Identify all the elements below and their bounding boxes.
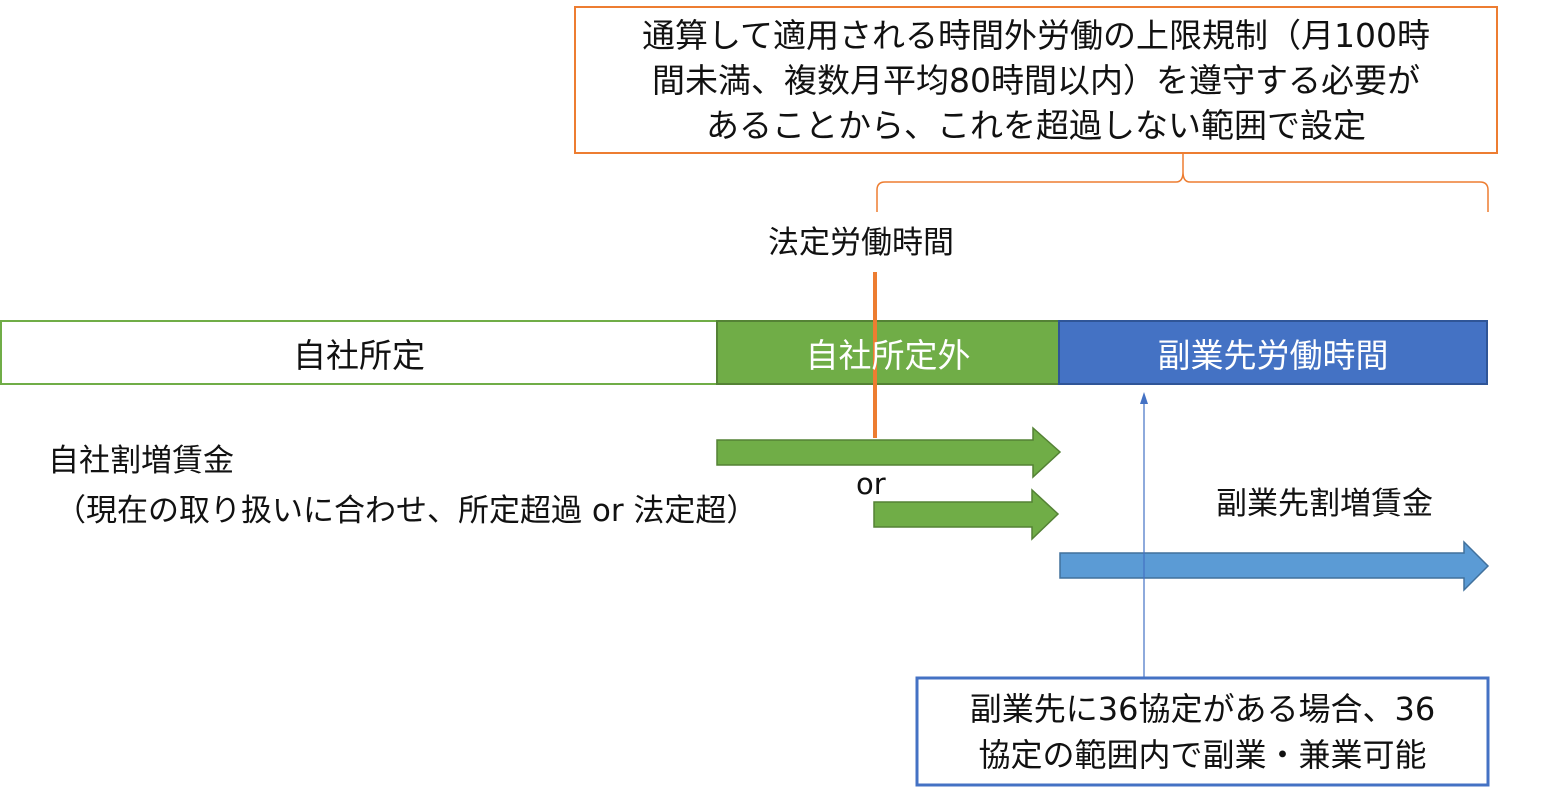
side-job-hours-label: 副業先労働時間 xyxy=(1157,335,1389,375)
brace-shape xyxy=(876,153,1489,212)
top-note-box xyxy=(574,6,1498,154)
top-note-line: 間未満、複数月平均80時間以内）を遵守する必要が xyxy=(652,60,1420,100)
own-scheduled-label: 自社所定 xyxy=(293,335,425,375)
pointer-arrowhead xyxy=(1140,392,1148,404)
side-premium-label: 副業先割増賃金 xyxy=(1216,486,1433,522)
own-non-scheduled-bar xyxy=(716,320,1060,385)
bottom-note-line: 副業先に36協定がある場合、36 xyxy=(969,690,1436,728)
own-scheduled-bar xyxy=(0,320,718,385)
own-premium-arrow-scheduled xyxy=(716,426,1062,479)
legal-hours-label: 法定労働時間 xyxy=(768,225,954,261)
side-premium-arrow xyxy=(1059,540,1490,592)
top-note-line: あることから、これを超過しない範囲で設定 xyxy=(706,105,1366,145)
or-label: or xyxy=(856,467,886,501)
bottom-note-text: 副業先に36協定がある場合、36 協定の範囲内で副業・兼業可能 xyxy=(917,680,1488,784)
own-premium-arrow-legal xyxy=(873,488,1060,541)
bottom-note-box xyxy=(915,676,1490,787)
own-premium-title: 自社割増賃金 xyxy=(48,443,234,479)
bottom-note-line: 協定の範囲内で副業・兼業可能 xyxy=(978,736,1427,774)
top-note-text: 通算して適用される時間外労働の上限規制（月100時 間未満、複数月平均80時間以… xyxy=(575,9,1497,151)
own-premium-note: （現在の取り扱いに合わせ、所定超過 or 法定超） xyxy=(55,493,758,529)
top-note-line: 通算して適用される時間外労働の上限規制（月100時 xyxy=(642,15,1430,55)
side-job-hours-bar xyxy=(1058,320,1488,385)
own-non-scheduled-label: 自社所定外 xyxy=(805,335,971,375)
